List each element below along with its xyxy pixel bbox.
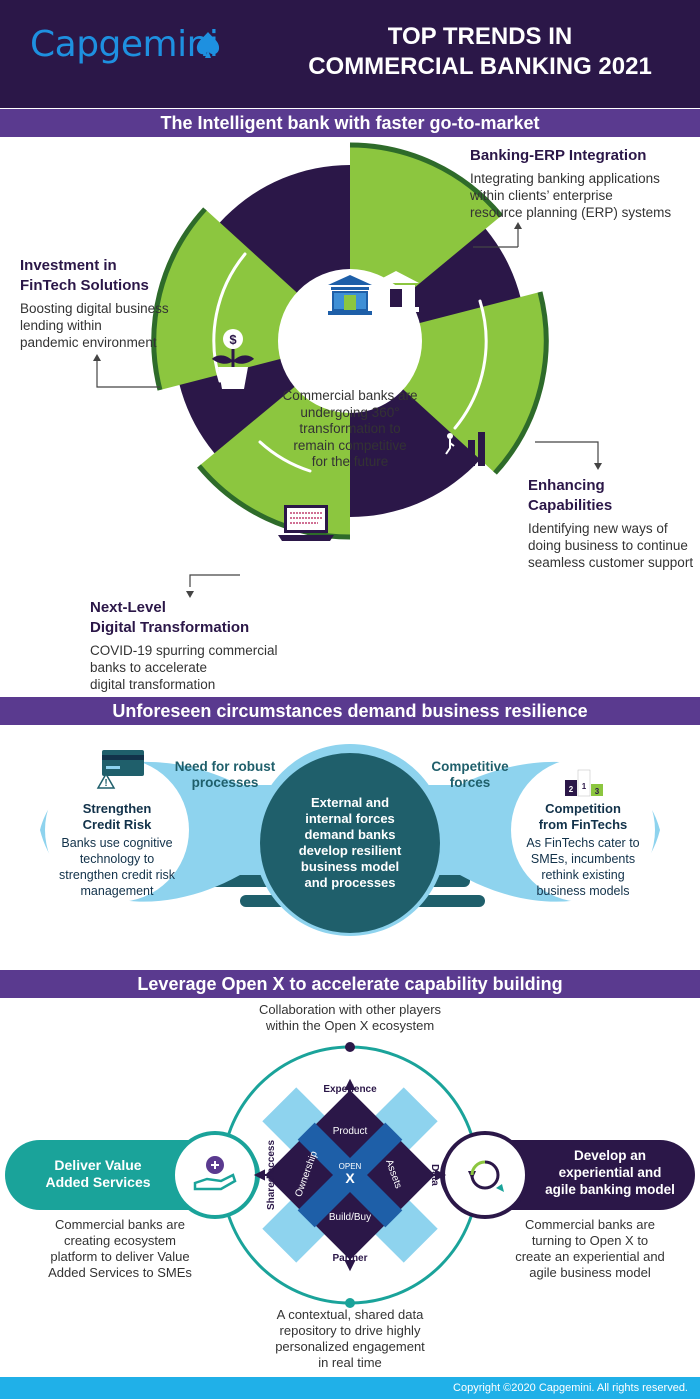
money-plant-icon: $ [212, 329, 254, 389]
section1-diagram: $ [93, 142, 602, 598]
fintech-competition-bubble: Competition from FinTechs As FinTechs ca… [526, 801, 640, 898]
svg-text:3: 3 [595, 787, 600, 796]
section2-diagram: ! 2 1 3 [40, 744, 660, 936]
label-x: X [345, 1170, 355, 1186]
agile-cycle-icon [468, 1160, 504, 1192]
spade-logo-icon [196, 32, 220, 58]
center-text: Commercial banks are undergoing 360° tra… [282, 388, 418, 469]
bank-building-icon [373, 271, 419, 312]
robust-processes-label: Need for robust processes [174, 759, 276, 790]
header [0, 0, 700, 108]
hand-plus-icon [193, 1156, 237, 1191]
section3-banner: Leverage Open X to accelerate capability… [0, 970, 700, 998]
footer: Copyright ©2020 Capgemini. All rights re… [0, 1377, 700, 1399]
trend-banking-erp: Banking-ERP Integration Integrating bank… [470, 147, 672, 220]
section1-banner: The Intelligent bank with faster go-to-m… [0, 109, 700, 137]
growth-stairs-icon [438, 432, 485, 466]
open-x-diagram: Experience Partner Data Shared access Pr… [5, 1042, 695, 1308]
podium-icon [565, 769, 603, 797]
agile-model-title: Develop an experiential and agile bankin… [545, 1148, 675, 1197]
svg-text:2: 2 [569, 785, 574, 794]
page-title: TOP TRENDS IN COMMERCIAL BANKING 2021 [308, 23, 652, 80]
label-data: Data [429, 1164, 440, 1186]
label-build-buy: Build/Buy [329, 1212, 371, 1223]
svg-text:$: $ [229, 332, 237, 347]
credit-card-icon: ! [96, 750, 144, 789]
svg-text:1: 1 [582, 782, 587, 791]
label-product: Product [333, 1126, 368, 1137]
trend-next-level: Next-Level Digital Transformation COVID-… [90, 599, 278, 692]
value-added-title: Deliver Value Added Services [45, 1157, 151, 1190]
trend-enhancing: Enhancing Capabilities Identifying new w… [528, 477, 694, 570]
value-added-text: Commercial banks are creating ecosystem … [48, 1217, 192, 1280]
trend-fintech: Investment in FinTech Solutions Boosting… [20, 257, 169, 350]
label-shared-access: Shared access [266, 1140, 277, 1210]
copyright-text: Copyright ©2020 Capgemini. All rights re… [453, 1382, 688, 1394]
credit-risk-bubble: Strengthen Credit Risk Banks use cogniti… [58, 801, 176, 898]
data-repository-text: A contextual, shared data repository to … [275, 1307, 425, 1370]
label-open: OPEN [339, 1162, 362, 1171]
agile-model-text: Commercial banks are turning to Open X t… [515, 1217, 665, 1280]
label-experience: Experience [323, 1084, 377, 1095]
resilience-center-text: External and internal forces demand bank… [298, 795, 402, 890]
capgemini-logo: Capgemini [30, 24, 219, 65]
section2-banner: Unforeseen circumstances demand business… [0, 697, 700, 725]
label-partner: Partner [332, 1253, 367, 1264]
svg-text:!: ! [104, 778, 107, 789]
competitive-forces-label: Competitive forces [431, 759, 509, 790]
collaboration-text: Collaboration with other players within … [258, 1002, 442, 1033]
bank-center-icon [328, 275, 372, 315]
laptop-icon [278, 505, 334, 541]
